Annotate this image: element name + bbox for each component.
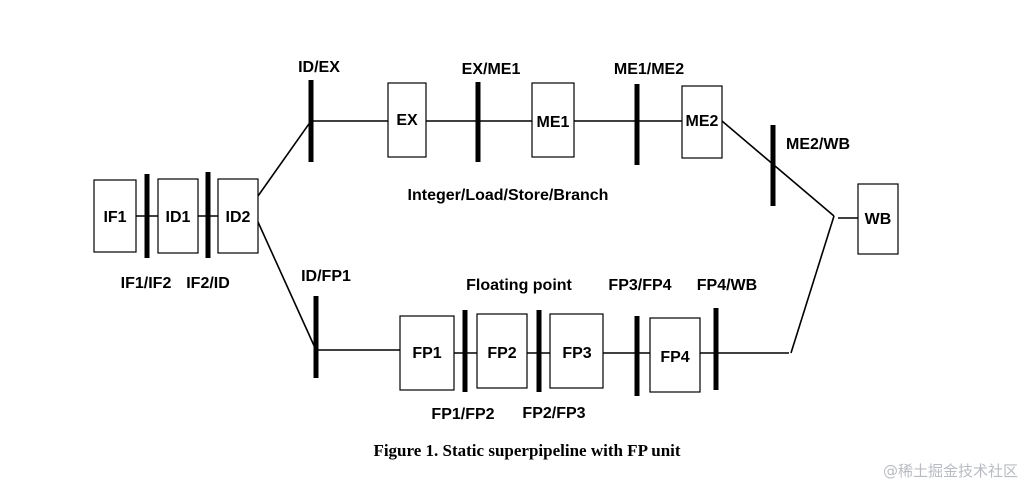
latch-if1-if2-label: IF1/IF2 <box>121 275 172 292</box>
wire-id2-to-int <box>257 120 312 197</box>
stage-me2-box <box>681 85 723 159</box>
stage-fp1-box <box>399 315 455 391</box>
latch-id-fp1-label: ID/FP1 <box>301 268 351 285</box>
latch-labels: IF1/IF2 IF2/ID ID/EX EX/ME1 ME1/ME2 ME2/… <box>121 59 850 423</box>
stage-fp2-label: FP2 <box>487 345 516 362</box>
stage-me1-box <box>531 82 575 158</box>
floating-point-pipe-label: Floating point <box>466 277 572 294</box>
latch-if2-id-label: IF2/ID <box>186 275 230 292</box>
wire-me2-wb <box>721 120 835 217</box>
stage-me1-label: ME1 <box>537 114 570 131</box>
latch-ex-me1-label: EX/ME1 <box>462 61 521 78</box>
wire-id2-to-fp <box>257 221 317 351</box>
stage-fp3-box <box>549 313 604 389</box>
integer-pipe-label: Integer/Load/Store/Branch <box>408 187 609 204</box>
stage-wb-box <box>857 183 899 255</box>
stage-fp1-label: FP1 <box>412 345 441 362</box>
stage-if1-box <box>93 179 137 253</box>
figure-caption: Figure 1. Static superpipeline with FP u… <box>373 441 680 460</box>
stage-fp3-label: FP3 <box>562 345 591 362</box>
stage-ex-box <box>387 82 427 158</box>
stage-id2-label: ID2 <box>226 209 251 226</box>
stage-me2-label: ME2 <box>686 113 719 130</box>
latch-fp1-fp2-label: FP1/FP2 <box>431 406 494 423</box>
latch-bars <box>144 80 776 396</box>
stage-fp4-label: FP4 <box>660 349 689 366</box>
latch-me1-me2-label: ME1/ME2 <box>614 61 684 78</box>
stage-fp2-box <box>476 313 528 389</box>
latch-fp4-wb-label: FP4/WB <box>697 277 757 294</box>
stage-labels: IF1 ID1 ID2 EX ME1 ME2 WB FP1 FP2 FP3 FP… <box>103 112 891 366</box>
stage-id2-box <box>217 178 259 254</box>
stage-ex-label: EX <box>396 112 418 129</box>
stage-boxes <box>93 82 899 393</box>
watermark: @稀土掘金技术社区 <box>883 462 1018 480</box>
stage-wb-label: WB <box>865 211 892 228</box>
stage-id1-label: ID1 <box>166 209 191 226</box>
stage-id1-box <box>157 178 199 254</box>
stage-fp4-box <box>649 317 701 393</box>
latch-me2-wb-label: ME2/WB <box>786 136 850 153</box>
wire-fp-to-wb <box>790 215 835 354</box>
latch-fp2-fp3-label: FP2/FP3 <box>522 405 585 422</box>
latch-id-ex-label: ID/EX <box>298 59 340 76</box>
latch-fp3-fp4-label: FP3/FP4 <box>608 277 671 294</box>
stage-if1-label: IF1 <box>103 209 126 226</box>
